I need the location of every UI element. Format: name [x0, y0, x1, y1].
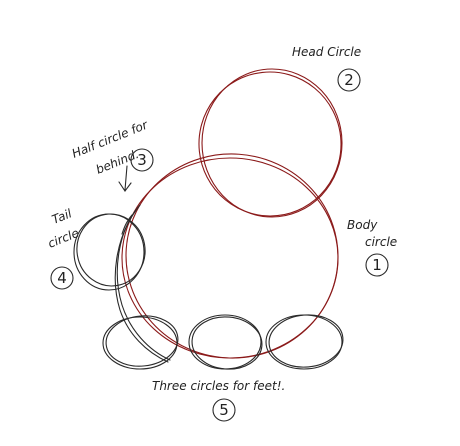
- body-label-line2: circle: [365, 235, 397, 249]
- half-circle-number: 3: [137, 151, 147, 169]
- foot-circle-middle: [188, 314, 263, 370]
- foot-circle-left: [102, 315, 179, 370]
- half-circle-label-line2: behind.: [94, 147, 141, 177]
- tail-label-line2: circle: [46, 226, 81, 251]
- tail-number: 4: [57, 269, 67, 287]
- head-circle: [198, 68, 343, 218]
- body-circle: [121, 153, 339, 359]
- tail-number-badge: 4: [50, 266, 74, 290]
- half-circle-number-badge: 3: [130, 148, 154, 172]
- head-circle-label: Head Circle: [292, 45, 361, 59]
- feet-label: Three circles for feet!.: [152, 379, 285, 393]
- foot-circle-right: [265, 314, 344, 370]
- feet-number-badge: 5: [212, 398, 236, 422]
- down-arrow-icon: [118, 165, 132, 192]
- tail-circle: [73, 213, 146, 291]
- half-circle-behind: [114, 204, 171, 363]
- head-number: 2: [344, 71, 354, 89]
- body-number: 1: [372, 256, 382, 274]
- head-number-badge: 2: [337, 68, 361, 92]
- body-label-line1: Body: [347, 218, 378, 232]
- feet-number: 5: [219, 401, 229, 419]
- tail-label-line1: Tail: [50, 206, 74, 227]
- body-number-badge: 1: [365, 253, 389, 277]
